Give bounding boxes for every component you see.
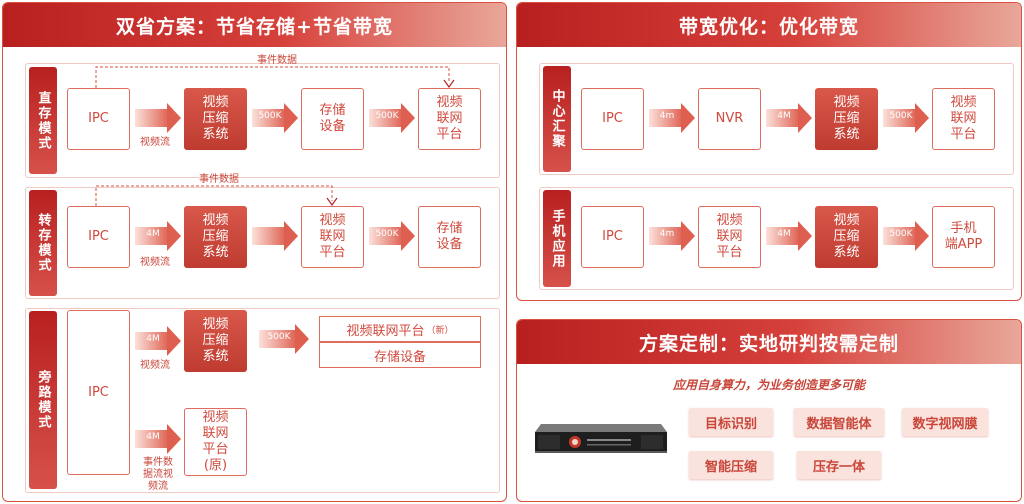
right-bottom-panel: 方案定制：实地研判按需定制 应用自身算力，为业务创造更多可能 目标识别 数据智能… [516, 319, 1022, 502]
direct-rate-2: 500K [375, 111, 399, 121]
bypass-event-stream-label: 事件数 据流视 频流 [143, 457, 173, 492]
mobile-mode-label: 手机应用 [543, 190, 571, 287]
center-compress-box: 视频 压缩 系统 [815, 88, 878, 150]
direct-mode-label: 直存模式 [29, 67, 57, 174]
center-rate-3: 500K [889, 111, 913, 121]
bypass-mode-label: 旁路模式 [29, 311, 57, 489]
tag-smart-compression: 智能压缩 [689, 451, 773, 479]
direct-section [25, 63, 500, 178]
mobile-section [539, 187, 1014, 290]
transfer-mode-label: 转存模式 [29, 190, 57, 296]
left-panel-title: 双省方案：节省存储+节省带宽 [3, 3, 506, 47]
center-platform-box: 视频 联网 平台 [932, 88, 995, 150]
mobile-arrow-2: 4M [766, 221, 812, 251]
center-mode-label: 中心汇聚 [543, 66, 571, 172]
mobile-rate-2: 4M [777, 229, 791, 239]
server-device-image [535, 420, 667, 454]
direct-rate-1: 500K [258, 111, 282, 121]
bypass-ipc-box: IPC [67, 310, 130, 475]
transfer-rate-2: 500K [375, 229, 399, 239]
mobile-platform-box: 视频 联网 平台 [698, 206, 761, 268]
bypass-new-platform-box: 视频联网平台（新） [319, 316, 481, 342]
mobile-ipc-box: IPC [581, 206, 644, 268]
bypass-storage-box: 存储设备 [319, 342, 481, 368]
bypass-arrow-3: 4M [135, 424, 181, 454]
bypass-arrow-2: 500K [259, 324, 309, 354]
transfer-arrow-1: 4M [135, 221, 181, 251]
direct-storage-box: 存储 设备 [301, 88, 364, 150]
transfer-event-label: 事件数据 [199, 174, 239, 185]
bypass-section [25, 308, 500, 493]
center-arrow-1: 4m [649, 103, 695, 133]
direct-compress-box: 视频 压缩 系统 [184, 88, 247, 150]
mobile-compress-box: 视频 压缩 系统 [815, 206, 878, 268]
tag-digital-retina: 数字视网膜 [902, 408, 988, 436]
transfer-platform-box: 视频 联网 平台 [301, 206, 364, 268]
center-arrow-2: 4M [766, 103, 812, 133]
right-top-panel: 带宽优化：优化带宽 中心汇聚 IPC 4m NVR 4M 视频 压缩 系统 50… [516, 2, 1022, 301]
center-ipc-box: IPC [581, 88, 644, 150]
bypass-arrow-1: 4M [135, 326, 181, 356]
bypass-storage-text: 存储设备 [373, 349, 426, 365]
bypass-rate-0: 4M [146, 334, 160, 344]
transfer-ipc-box: IPC [67, 206, 130, 268]
bypass-stream-label: 视频流 [140, 360, 170, 371]
bypass-rate-2: 4M [146, 432, 160, 442]
bypass-new-platform-suffix: （新） [426, 325, 454, 336]
center-arrow-3: 500K [883, 103, 929, 133]
mobile-arrow-3: 500K [883, 221, 929, 251]
mobile-arrow-1: 4m [649, 221, 695, 251]
bypass-new-platform-text: 视频联网平台 [346, 323, 425, 339]
mobile-rate-1: 4m [659, 229, 675, 239]
bypass-old-platform-box: 视频 联网 平台 (原) [184, 408, 247, 476]
direct-arrow-1 [135, 103, 181, 133]
tag-data-agent: 数据智能体 [794, 408, 884, 436]
transfer-compress-box: 视频 压缩 系统 [184, 206, 247, 268]
center-rate-1: 4m [659, 111, 675, 121]
direct-platform-box: 视频 联网 平台 [418, 88, 481, 150]
transfer-stream-label: 视频流 [140, 257, 170, 268]
mobile-app-box: 手机 端APP [932, 206, 995, 268]
bypass-compress-box: 视频 压缩 系统 [184, 310, 247, 372]
transfer-rate-0: 4M [146, 229, 160, 239]
transfer-arrow-2 [252, 221, 298, 251]
tag-target-recognition: 目标识别 [689, 408, 773, 436]
direct-arrow-2: 500K [252, 103, 298, 133]
bypass-rate-1: 500K [267, 332, 291, 342]
direct-arrow-3: 500K [369, 103, 415, 133]
center-section [539, 63, 1014, 175]
right-bottom-subtitle: 应用自身算力，为业务创造更多可能 [672, 378, 865, 392]
direct-ipc-box: IPC [67, 88, 130, 150]
direct-stream-label: 视频流 [140, 137, 170, 148]
center-rate-2: 4M [777, 111, 791, 121]
tag-compress-storage: 压存一体 [797, 451, 881, 479]
right-bottom-panel-title: 方案定制：实地研判按需定制 [517, 320, 1021, 364]
transfer-arrow-3: 500K [369, 221, 415, 251]
direct-event-label: 事件数据 [257, 55, 297, 66]
center-nvr-box: NVR [698, 88, 761, 150]
mobile-rate-3: 500K [889, 229, 913, 239]
transfer-storage-box: 存储 设备 [418, 206, 481, 268]
left-panel: 双省方案：节省存储+节省带宽 直存模式 事件数据 IPC 视频流 视频 压缩 系… [2, 2, 507, 502]
right-top-panel-title: 带宽优化：优化带宽 [517, 3, 1021, 47]
